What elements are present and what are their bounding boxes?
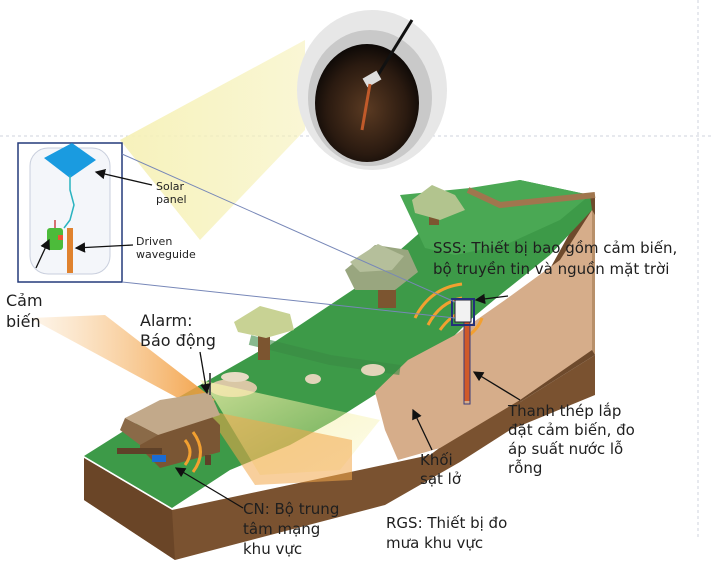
connector-line — [121, 281, 456, 319]
sensor-station — [451, 298, 475, 405]
waveguide-icon — [67, 228, 73, 273]
connector-line — [121, 153, 456, 303]
alarm-glow — [205, 410, 352, 485]
zoom-cone — [120, 40, 305, 240]
signal-waves-icon — [183, 431, 202, 473]
borehole-photo — [297, 10, 447, 170]
alarm-label: Alarm:Báo động — [140, 311, 216, 350]
dirt-path — [466, 187, 596, 209]
sensor-box-icon — [47, 228, 63, 250]
tree — [234, 185, 465, 360]
sensor-inset-box — [17, 142, 123, 283]
arrow — [35, 168, 521, 509]
alarm-beam — [30, 315, 215, 410]
sss-label: SSS: Thiết bị bao gồm cảm biến,bộ truyền… — [433, 239, 678, 278]
solar-panel-icon — [44, 143, 96, 178]
